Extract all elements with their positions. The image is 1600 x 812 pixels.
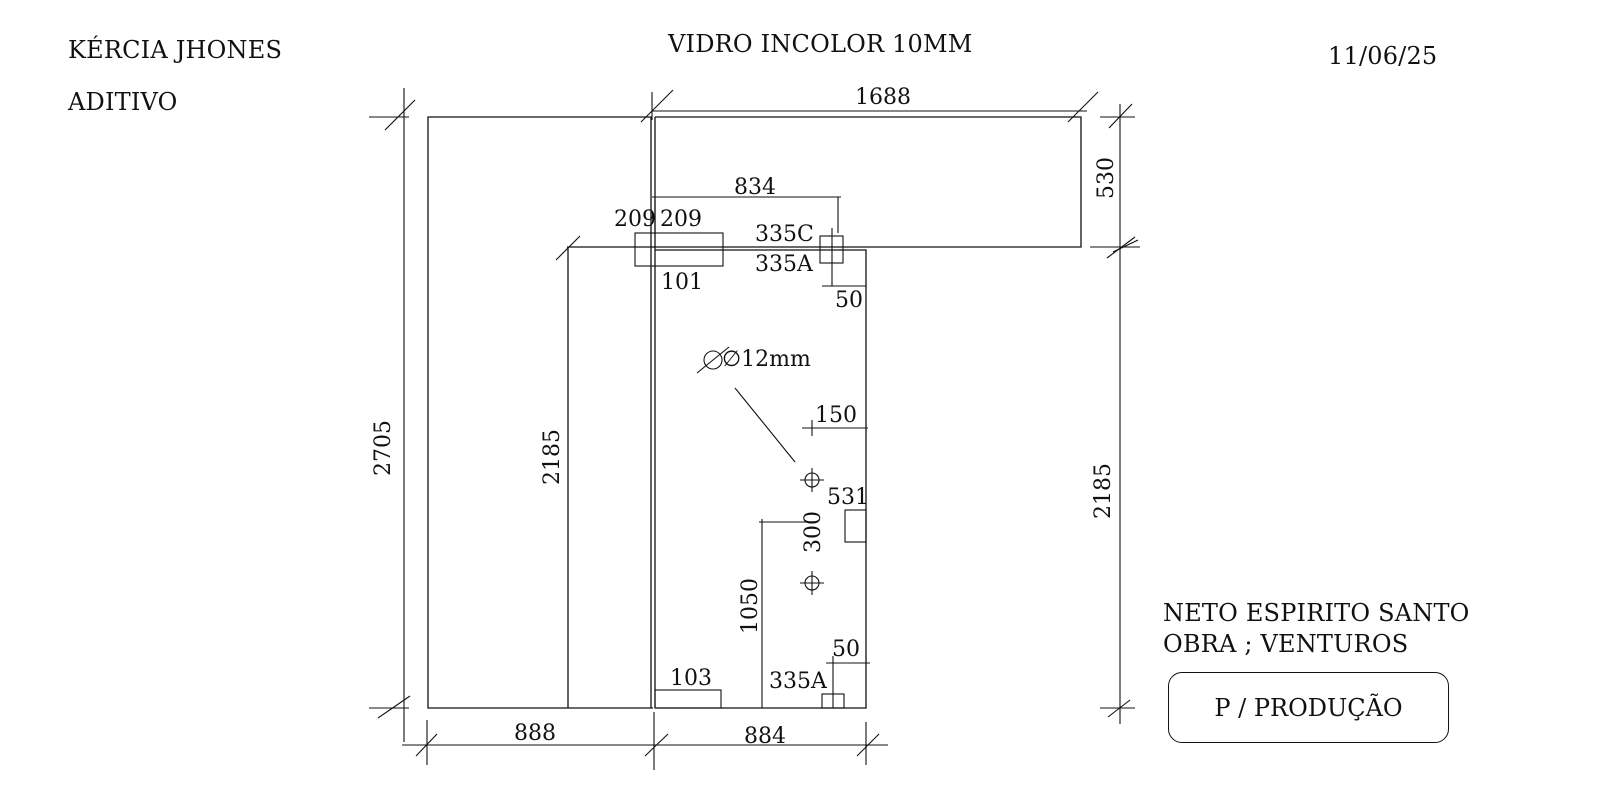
client-name: KÉRCIA JHONES xyxy=(68,36,283,64)
company-block: NETO ESPIRITO SANTO OBRA ; VENTUROS xyxy=(1163,598,1470,660)
dim-right-height: 2185 xyxy=(1091,463,1116,519)
dim-hinge-upper-a: 335A xyxy=(755,252,814,277)
bottom-notch xyxy=(654,689,722,709)
dim-mid-height: 2185 xyxy=(540,429,565,485)
dim-top-width: 1688 xyxy=(855,85,911,110)
project-name: OBRA ; VENTUROS xyxy=(1163,630,1409,658)
dim-hole-diameter: ∅12mm xyxy=(722,347,811,372)
diameter-symbol-icon xyxy=(696,346,730,374)
drawing-title: VIDRO INCOLOR 10MM xyxy=(668,30,973,58)
dim-hinge-lower-a: 335A xyxy=(769,669,828,694)
document-type: ADITIVO xyxy=(68,88,178,116)
company-name: NETO ESPIRITO SANTO xyxy=(1163,599,1470,627)
lower-hole-icon xyxy=(800,571,824,595)
dim-hole-offset: 150 xyxy=(815,403,857,428)
lock-notch xyxy=(844,509,867,543)
upper-hole-icon xyxy=(800,468,824,492)
pivot-notch xyxy=(634,232,724,267)
dim-left-height: 2705 xyxy=(371,420,396,476)
hole-leader-line xyxy=(734,387,796,463)
dim-right-top-height: 530 xyxy=(1094,157,1119,199)
dim-notch-left: 209 xyxy=(614,207,656,232)
dim-bottom-notch: 103 xyxy=(670,666,712,691)
dim-hole-floor-height: 1050 xyxy=(738,578,763,634)
dim-lock-height: 531 xyxy=(827,485,869,510)
production-stamp: P / PRODUÇÃO xyxy=(1168,672,1449,743)
dimension-lines xyxy=(369,88,1140,770)
fixed-panel xyxy=(427,116,653,709)
dim-hinge-offset-bottom: 50 xyxy=(832,637,860,662)
dim-bottom-right-width: 884 xyxy=(744,724,786,749)
dim-hole-spacing: 300 xyxy=(801,511,826,553)
dim-notch-right: 209 xyxy=(660,207,702,232)
dim-bottom-left-width: 888 xyxy=(514,721,556,746)
dim-hinge-offset-top: 50 xyxy=(835,288,863,313)
dim-inner-width: 834 xyxy=(734,175,776,200)
dim-hinge-upper-c: 335C xyxy=(755,222,814,247)
dim-notch-height: 101 xyxy=(661,270,703,295)
drawing-date: 11/06/25 xyxy=(1328,42,1438,70)
top-panel xyxy=(567,116,1082,248)
